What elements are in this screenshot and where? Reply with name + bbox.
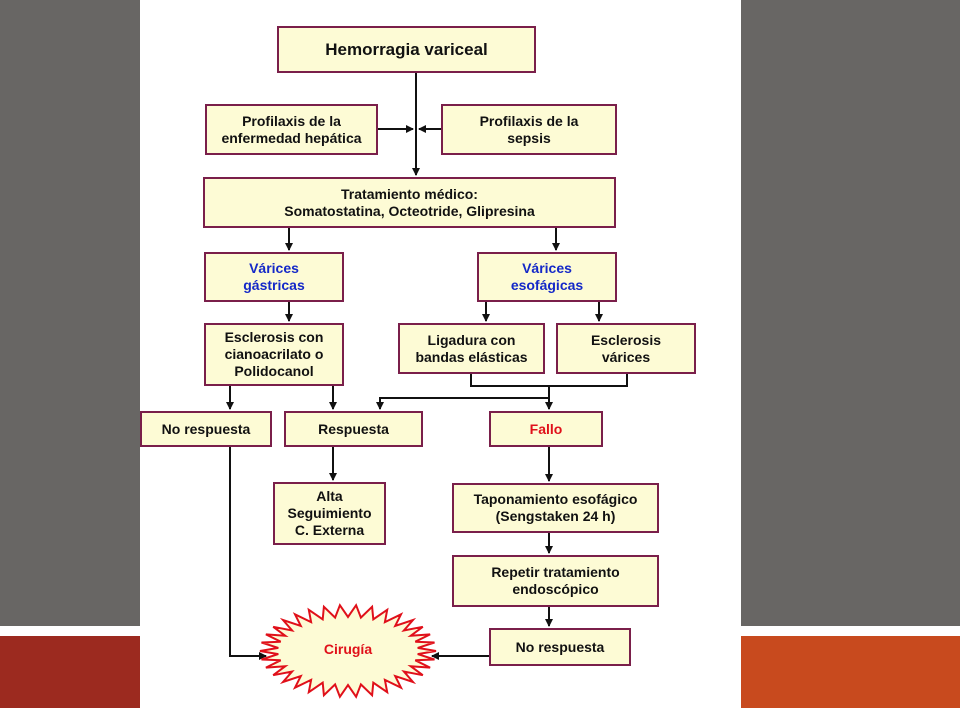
connector-no-respuesta-1-to-cirugia [229, 447, 267, 660]
alta-seguimiento-box: Alta Seguimiento C. Externa [273, 482, 386, 545]
right-side-panel [741, 0, 960, 626]
no-respuesta-right-box: No respuesta [489, 628, 631, 666]
left-side-panel [0, 0, 140, 626]
right-accent-band [741, 636, 960, 708]
varices-gastricas-box: Várices gástricas [204, 252, 344, 302]
connector-merge-to-respuesta [376, 386, 550, 410]
cirugia-starburst-shape [259, 603, 437, 699]
esclerosis-cianoacrilato-box: Esclerosis con cianoacrilato o Polidocan… [204, 323, 344, 386]
repetir-tratamiento-box: Repetir tratamiento endoscópico [452, 555, 659, 607]
varices-esofagicas-box: Várices esofágicas [477, 252, 617, 302]
no-respuesta-left-box: No respuesta [140, 411, 272, 447]
ligadura-bandas-box: Ligadura con bandas elásticas [398, 323, 545, 374]
cirugia-label: Cirugía [323, 641, 373, 657]
respuesta-box: Respuesta [284, 411, 423, 447]
tratamiento-medico-box: Tratamiento médico: Somatostatina, Octeo… [203, 177, 616, 228]
left-accent-band [0, 636, 140, 708]
fallo-box: Fallo [489, 411, 603, 447]
hemorragia-variceal-box: Hemorragia variceal [277, 26, 536, 73]
profilaxis-hepatica-box: Profilaxis de la enfermedad hepática [205, 104, 378, 155]
profilaxis-sepsis-box: Profilaxis de la sepsis [441, 104, 617, 155]
taponamiento-box: Taponamiento esofágico (Sengstaken 24 h) [452, 483, 659, 533]
esclerosis-varices-box: Esclerosis várices [556, 323, 696, 374]
connector-esophageal-merge [470, 374, 628, 387]
